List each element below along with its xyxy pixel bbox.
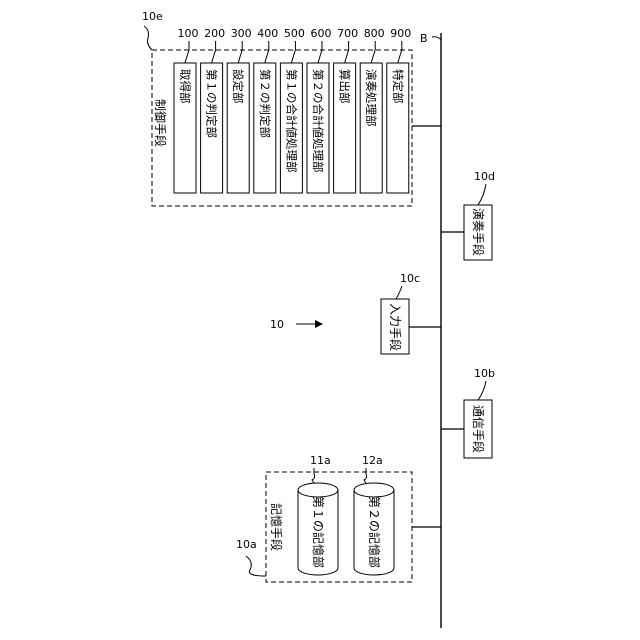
control-unit-ref-leader (212, 41, 216, 63)
control-unit-label: 設定部 (231, 69, 245, 104)
storage-means: 10a 記憶手段 第１の記憶部 11a 第２の記憶部 12a (236, 454, 441, 582)
control-unit-ref: 600 (311, 27, 332, 40)
control-unit-4: 第２の判定部 400 (254, 27, 278, 193)
control-unit-label: 第１の合計値処理部 (284, 69, 298, 173)
control-unit-1: 取得部 100 (174, 27, 199, 193)
control-unit-8: 演奏処理部 800 (360, 27, 385, 193)
control-unit-label: 特定部 (391, 69, 405, 104)
control-unit-ref: 500 (284, 27, 305, 40)
control-unit-ref-leader (345, 41, 349, 63)
control-unit-ref-leader (371, 41, 375, 63)
control-means-ref-leader (144, 26, 152, 50)
control-means-title: 制御手段 (153, 99, 168, 147)
control-unit-ref: 100 (178, 27, 199, 40)
control-unit-label: 第１の判定部 (205, 69, 219, 138)
input-means-ref: 10c (400, 272, 420, 285)
input-means: 入力手段 10c (381, 272, 441, 354)
control-unit-6: 第２の合計値処理部 600 (307, 27, 332, 193)
input-means-label: 入力手段 (388, 303, 403, 351)
storage-means-ref-leader (246, 556, 266, 576)
control-unit-label: 第２の判定部 (258, 69, 272, 138)
storage-means-title: 記憶手段 (269, 503, 284, 551)
communication-means: 通信手段 10b (441, 367, 495, 458)
storage-unit-2-top (354, 483, 394, 497)
control-unit-5: 第１の合計値処理部 500 (280, 27, 305, 193)
storage-means-ref: 10a (236, 538, 257, 551)
storage-unit-1-ref: 11a (310, 454, 331, 467)
control-means: 10e 制御手段 取得部100第１の判定部200設定部300第２の判定部400第… (142, 10, 441, 206)
control-unit-ref-leader (238, 41, 242, 63)
control-unit-ref: 800 (364, 27, 385, 40)
control-means-ref: 10e (142, 10, 163, 23)
control-unit-ref: 700 (337, 27, 358, 40)
control-unit-ref: 200 (204, 27, 225, 40)
control-unit-ref: 300 (231, 27, 252, 40)
control-unit-7: 算出部 700 (334, 27, 359, 193)
bus-label-leader (432, 37, 441, 40)
bus: B (420, 32, 441, 628)
communication-means-label: 通信手段 (471, 405, 486, 453)
control-unit-ref-leader (265, 41, 269, 63)
control-units: 取得部 100 第１の判定部 200 設定部 300 第２の判定部 400 第１の合計値処理部 5… (174, 27, 411, 193)
input-means-ref-leader (396, 286, 402, 299)
system-ref: 10 (270, 318, 322, 331)
control-unit-label: 第２の合計値処理部 (311, 69, 325, 173)
performance-means-ref-leader (478, 184, 486, 205)
system-ref-label: 10 (270, 318, 284, 331)
storage-unit-1-label: 第１の記憶部 (311, 496, 326, 568)
control-unit-ref: 900 (390, 27, 411, 40)
control-unit-ref-leader (398, 41, 402, 63)
performance-means-label: 演奏手段 (471, 208, 486, 256)
communication-means-ref: 10b (474, 367, 495, 380)
storage-means-box (266, 472, 412, 582)
storage-unit-2-ref-leader (364, 468, 367, 483)
storage-unit-2-label: 第２の記憶部 (367, 496, 382, 568)
control-unit-ref-leader (318, 41, 322, 63)
control-unit-2: 第１の判定部 200 (201, 27, 226, 193)
control-unit-ref-leader (291, 41, 295, 63)
storage-unit-1-top (298, 483, 338, 497)
performance-means: 演奏手段 10d (441, 170, 495, 260)
control-unit-9: 特定部 900 (387, 27, 412, 193)
communication-means-ref-leader (478, 381, 486, 400)
storage-unit-1-ref-leader (312, 468, 315, 483)
control-unit-ref-leader (185, 41, 189, 63)
storage-unit-2-ref: 12a (362, 454, 383, 467)
control-unit-ref: 400 (257, 27, 278, 40)
performance-means-ref: 10d (474, 170, 495, 183)
control-unit-3: 設定部 300 (227, 27, 251, 193)
control-unit-label: 取得部 (178, 69, 192, 104)
control-unit-label: 演奏処理部 (364, 69, 378, 127)
control-unit-label: 算出部 (338, 69, 352, 104)
bus-label: B (420, 32, 428, 45)
